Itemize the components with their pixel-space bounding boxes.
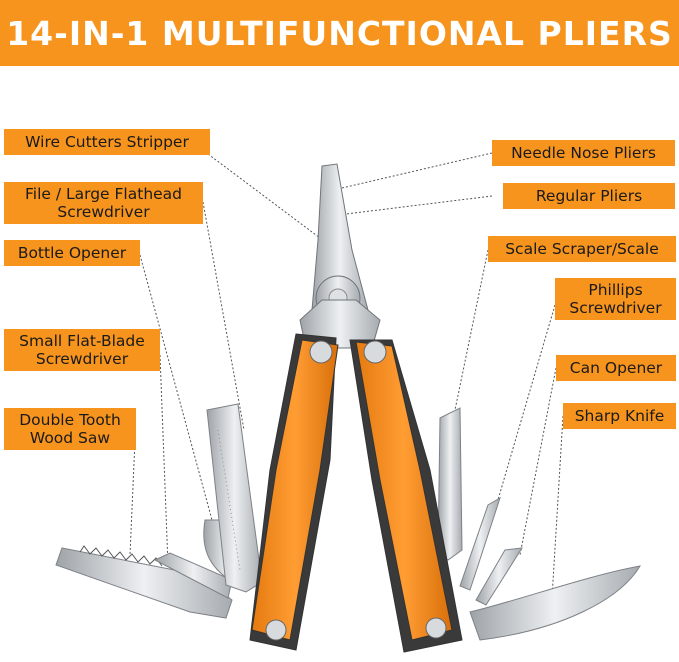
label-double-tooth-wood-saw: Double Tooth Wood Saw: [4, 408, 136, 450]
label-text: Bottle Opener: [17, 244, 127, 262]
label-text: Regular Pliers: [535, 187, 643, 205]
label-text-line1: File / Large Flathead: [24, 185, 183, 203]
label-text-line2: Screwdriver: [35, 350, 129, 368]
label-text: Sharp Knife: [574, 407, 665, 425]
label-file-large-flathead: File / Large Flathead Screwdriver: [4, 182, 203, 224]
label-regular-pliers: Regular Pliers: [503, 183, 675, 209]
label-text-line2: Wood Saw: [29, 429, 111, 447]
title-banner: 14-IN-1 MULTIFUNCTIONAL PLIERS: [0, 0, 679, 66]
label-text: Needle Nose Pliers: [511, 144, 656, 162]
label-text-line1: Phillips: [588, 281, 643, 299]
label-text-line2: Screwdriver: [569, 299, 662, 317]
label-bottle-opener: Bottle Opener: [4, 240, 140, 266]
label-text-line1: Small Flat-Blade: [19, 332, 145, 350]
page-title: 14-IN-1 MULTIFUNCTIONAL PLIERS: [6, 13, 673, 53]
label-text: Can Opener: [569, 359, 663, 377]
label-text: Scale Scraper/Scale: [505, 240, 659, 258]
label-text: Wire Cutters Stripper: [25, 133, 189, 151]
label-sharp-knife: Sharp Knife: [563, 403, 676, 429]
pliers-multitool-illustration: [55, 152, 641, 653]
label-wire-cutters-stripper: Wire Cutters Stripper: [4, 129, 210, 155]
label-scale-scraper: Scale Scraper/Scale: [488, 236, 676, 262]
label-text-line1: Double Tooth: [19, 411, 121, 429]
label-small-flat-blade: Small Flat-Blade Screwdriver: [4, 329, 160, 371]
label-phillips-screwdriver: Phillips Screwdriver: [555, 278, 676, 320]
label-can-opener: Can Opener: [556, 355, 676, 381]
label-needle-nose-pliers: Needle Nose Pliers: [492, 140, 675, 166]
label-text-line2: Screwdriver: [57, 203, 150, 221]
